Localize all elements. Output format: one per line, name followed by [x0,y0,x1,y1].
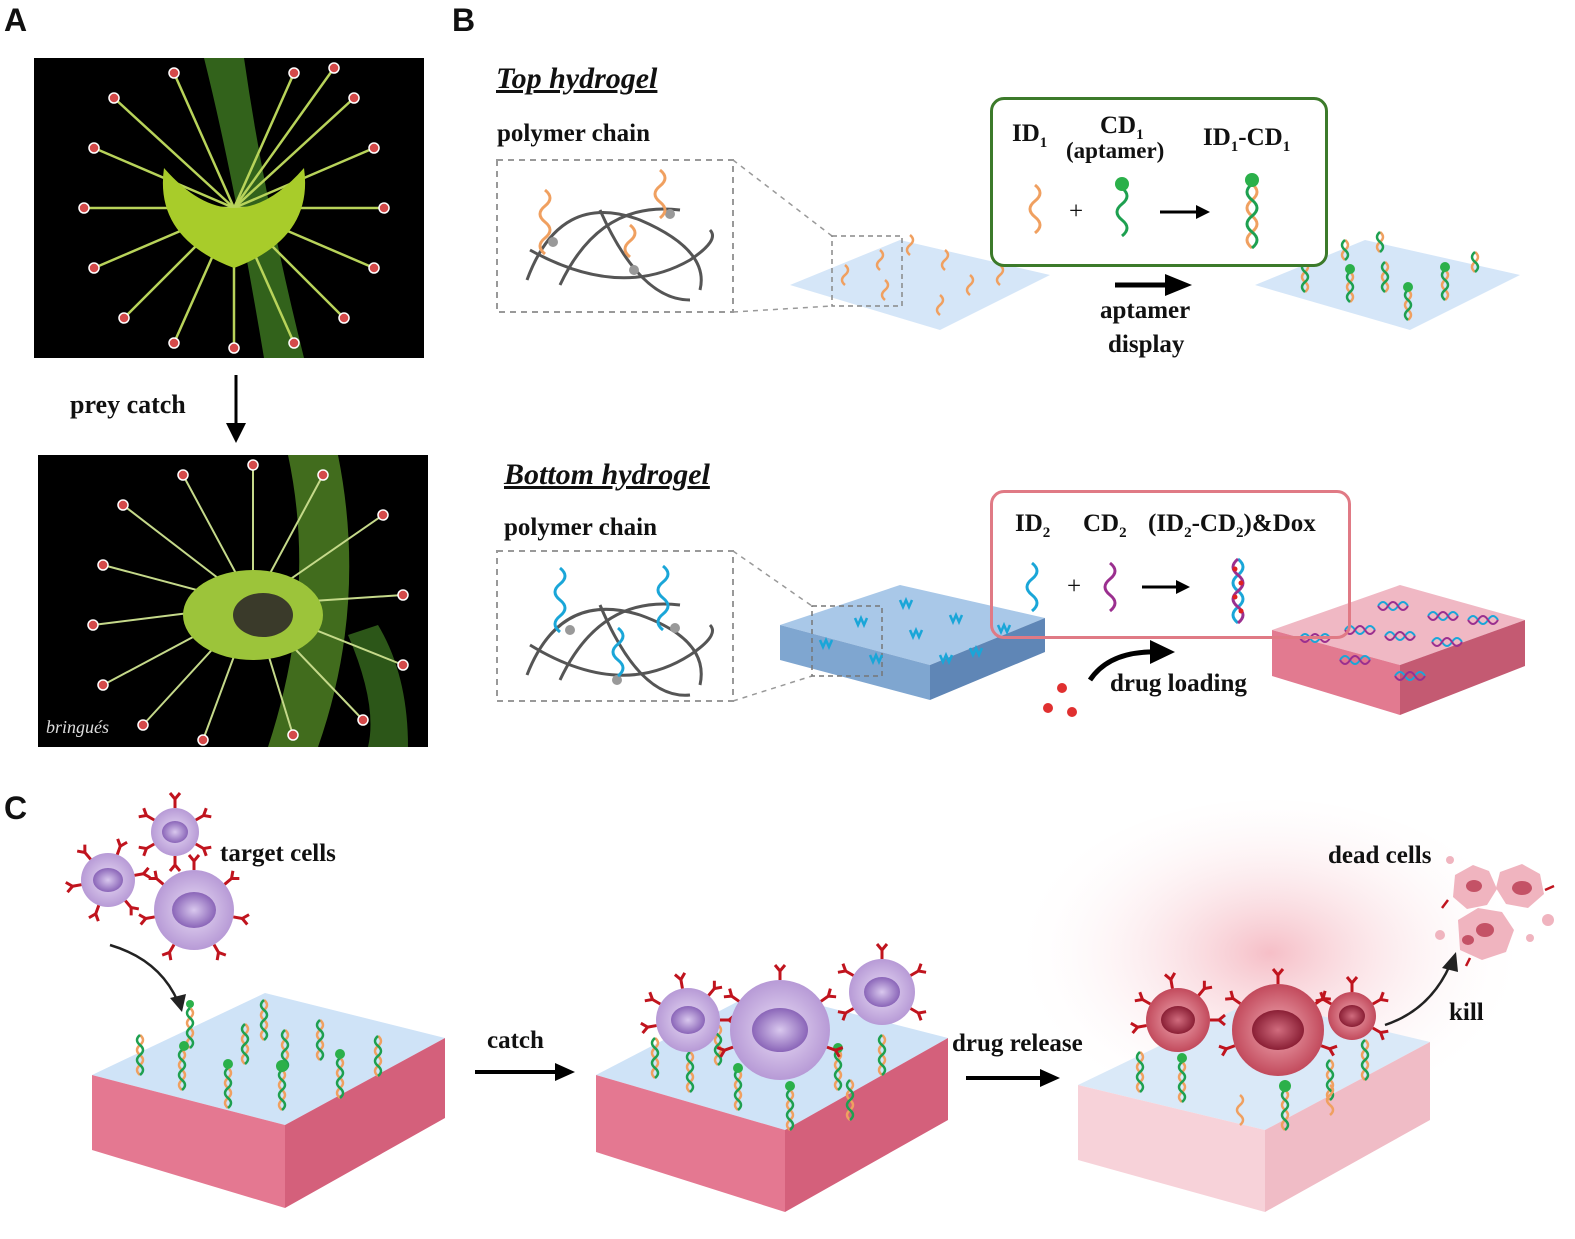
catch-label: catch [487,1027,544,1055]
cd2-label: CD2 [1083,510,1127,542]
target-cells-label: target cells [220,840,336,868]
free-target-cells [66,793,249,960]
dead-cells-label: dead cells [1328,842,1431,870]
id2-label: ID2 [1015,510,1050,542]
drug-loading-label: drug loading [1110,670,1247,698]
id2-strand [1027,563,1037,611]
dox-particles [1043,683,1077,717]
slab-2 [596,944,948,1212]
drug-release-label: drug release [952,1030,1083,1058]
kill-label: kill [1449,999,1484,1027]
complex-dox-label: (ID2-CD2)&Dox [1148,510,1316,542]
slab-1 [92,993,445,1208]
cd2-strand [1105,563,1115,611]
bottom-reaction-glyphs [1010,555,1330,630]
